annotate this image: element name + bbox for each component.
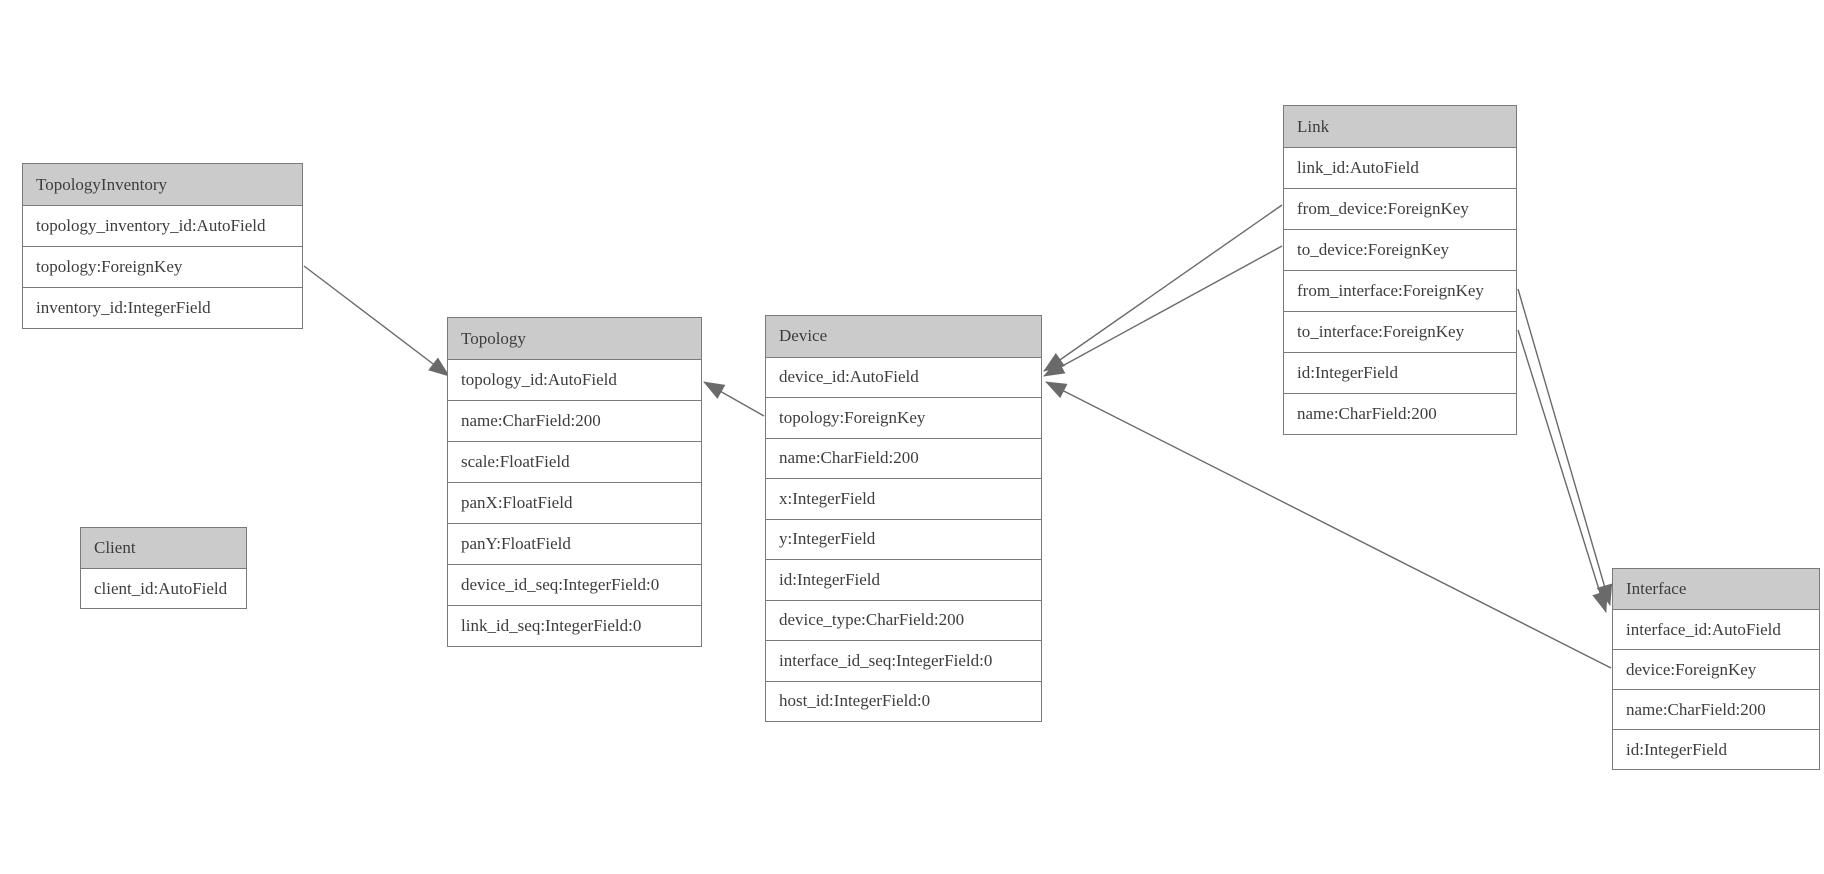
field-device-type: device_type:CharField:200	[766, 599, 1041, 640]
entity-link: Link link_id:AutoField from_device:Forei…	[1283, 105, 1517, 435]
field-topology-panx: panX:FloatField	[448, 482, 701, 523]
field-link-name: name:CharField:200	[1284, 393, 1516, 434]
field-interface-device: device:ForeignKey	[1613, 649, 1819, 689]
entity-interface-title: Interface	[1613, 569, 1819, 609]
entity-link-title: Link	[1284, 106, 1516, 147]
field-topology-link-id-seq: link_id_seq:IntegerField:0	[448, 605, 701, 646]
entity-client-title: Client	[81, 528, 246, 568]
entity-device-title: Device	[766, 316, 1041, 357]
field-link-id: link_id:AutoField	[1284, 147, 1516, 188]
entity-client: Client client_id:AutoField	[80, 527, 247, 609]
relation-line-device-topology	[703, 381, 765, 417]
entity-topologyinventory-title: TopologyInventory	[23, 164, 302, 205]
field-device-host-id: host_id:IntegerField:0	[766, 680, 1041, 721]
relation-line-link-frominterface-interface	[1517, 288, 1613, 606]
field-device-x: x:IntegerField	[766, 478, 1041, 519]
relation-line-link-fromdevice-device	[1043, 204, 1283, 372]
entity-topology-title: Topology	[448, 318, 701, 359]
entity-interface: Interface interface_id:AutoField device:…	[1612, 568, 1820, 770]
field-device-name: name:CharField:200	[766, 437, 1041, 478]
relation-line-link-tointerface-interface	[1517, 329, 1608, 613]
field-link-to-interface: to_interface:ForeignKey	[1284, 311, 1516, 352]
relation-line-topologyinventory-topology	[303, 265, 450, 377]
field-topologyinventory-topology: topology:ForeignKey	[23, 246, 302, 287]
field-topology-scale: scale:FloatField	[448, 441, 701, 482]
field-topology-id: topology_id:AutoField	[448, 359, 701, 400]
field-link-id-integer: id:IntegerField	[1284, 352, 1516, 393]
field-interface-id-integer: id:IntegerField	[1613, 729, 1819, 769]
field-topology-name: name:CharField:200	[448, 400, 701, 441]
field-device-topology: topology:ForeignKey	[766, 397, 1041, 438]
field-inventory-id: inventory_id:IntegerField	[23, 287, 302, 328]
field-device-y: y:IntegerField	[766, 518, 1041, 559]
field-topology-pany: panY:FloatField	[448, 523, 701, 564]
field-device-interface-id-seq: interface_id_seq:IntegerField:0	[766, 640, 1041, 681]
field-topology-device-id-seq: device_id_seq:IntegerField:0	[448, 564, 701, 605]
field-interface-name: name:CharField:200	[1613, 689, 1819, 729]
relation-line-link-todevice-device	[1043, 245, 1283, 377]
entity-topologyinventory: TopologyInventory topology_inventory_id:…	[22, 163, 303, 329]
field-client-id: client_id:AutoField	[81, 568, 246, 608]
entity-device: Device device_id:AutoField topology:Fore…	[765, 315, 1042, 722]
entity-topology: Topology topology_id:AutoField name:Char…	[447, 317, 702, 647]
field-topology-inventory-id: topology_inventory_id:AutoField	[23, 205, 302, 246]
field-link-from-interface: from_interface:ForeignKey	[1284, 270, 1516, 311]
field-device-id: device_id:AutoField	[766, 356, 1041, 397]
field-link-from-device: from_device:ForeignKey	[1284, 188, 1516, 229]
relation-line-interface-device	[1045, 381, 1612, 669]
field-device-id-integer: id:IntegerField	[766, 559, 1041, 600]
field-link-to-device: to_device:ForeignKey	[1284, 229, 1516, 270]
field-interface-id: interface_id:AutoField	[1613, 609, 1819, 649]
